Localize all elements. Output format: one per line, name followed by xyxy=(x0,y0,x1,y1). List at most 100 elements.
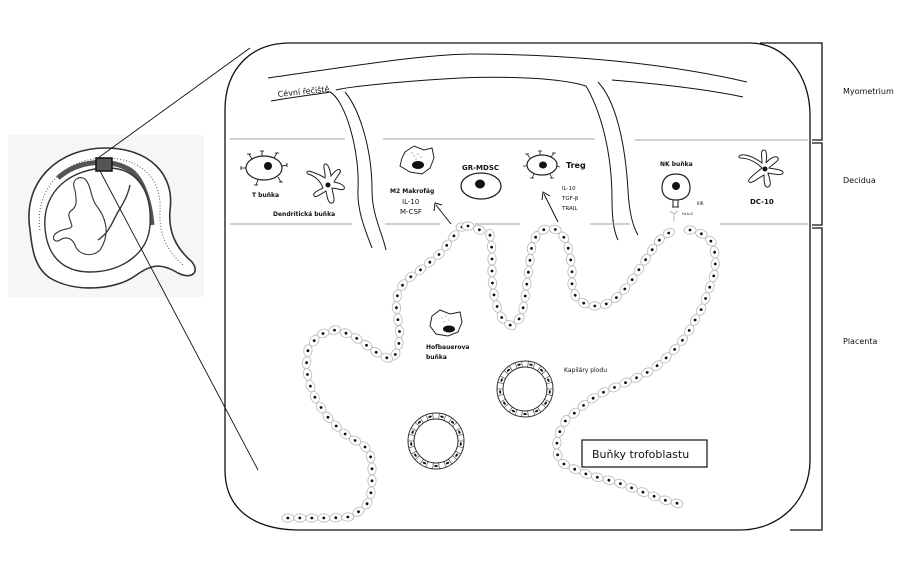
treg-factor-il10: IL-10 xyxy=(562,186,576,192)
fetal-capillaries xyxy=(407,360,554,470)
trophoblast-nucleus xyxy=(542,228,546,232)
endothelial-nucleus xyxy=(411,430,414,434)
dendritic-cell xyxy=(306,163,345,204)
endothelial-nucleus xyxy=(544,401,547,405)
trophoblast-nucleus xyxy=(385,356,389,360)
trophoblast-nucleus xyxy=(490,257,494,261)
trophoblast-label: Buňky trofoblastu xyxy=(592,448,689,461)
trophoblast-nucleus xyxy=(556,453,559,457)
zoom-line-top xyxy=(97,47,251,159)
hofbauer-label-line2: buňka xyxy=(426,354,447,361)
trophoblast-nucleus xyxy=(334,424,338,428)
trophoblast-nucleus xyxy=(558,430,562,433)
capillary-cell-divider xyxy=(500,375,506,380)
magnified-region-box xyxy=(95,157,113,172)
trophoblast-nucleus xyxy=(700,232,703,236)
capillary-cell-divider xyxy=(514,409,518,416)
trophoblast-nucleus xyxy=(673,348,676,351)
trophoblast-nucleus xyxy=(630,278,634,281)
trophoblast-nucleus xyxy=(525,282,529,286)
layer-label-decidua: Decidua xyxy=(843,176,876,185)
capillary-cell-divider xyxy=(414,455,420,460)
trophoblast-nucleus xyxy=(675,501,679,505)
capillary-inner-wall xyxy=(413,418,459,464)
treg-factor-tgfb: TGF-β xyxy=(561,196,579,202)
vessel-right-inner xyxy=(597,81,639,236)
trophoblast-nucleus xyxy=(573,467,577,471)
t-cell-nucleus xyxy=(264,162,272,170)
trophoblast-nucleus xyxy=(370,467,374,471)
endothelial-nucleus xyxy=(455,453,458,457)
trophoblast-nucleus xyxy=(312,339,316,342)
capillary-cell-divider xyxy=(500,398,506,403)
trophoblast-nucleus xyxy=(591,396,595,400)
trophoblast-nucleus xyxy=(310,516,314,520)
capillary-cell-divider xyxy=(455,450,461,455)
trophoblast-nucleus xyxy=(699,308,703,311)
trophoblast-nucleus xyxy=(570,270,574,274)
capillary-cell-divider xyxy=(455,427,461,432)
t-cell-receptors xyxy=(240,150,288,186)
capillary-cell-divider xyxy=(532,362,536,369)
trophoblast-nucleus xyxy=(286,516,290,520)
trophoblast-nucleus xyxy=(298,516,302,520)
kir-receptor xyxy=(672,200,679,208)
endothelial-nucleus xyxy=(414,453,417,457)
capillary-2 xyxy=(407,412,465,470)
capillary-cell-divider xyxy=(497,382,504,385)
fetal-capillaries-label: Kapiláry plodu xyxy=(564,367,607,374)
capillary-cell-divider xyxy=(503,370,509,375)
trophoblast-nucleus xyxy=(658,238,661,242)
trophoblast-nucleus xyxy=(452,234,456,238)
trophoblast-nucleus xyxy=(534,235,537,239)
capillary-cell-divider xyxy=(419,458,424,465)
trophoblast-nucleus xyxy=(712,274,716,278)
vessel-middle xyxy=(335,76,619,241)
endothelial-nucleus xyxy=(410,442,413,446)
trophoblast-nucleus xyxy=(553,228,557,231)
kir-label: KIR xyxy=(697,201,704,206)
trophoblast-nucleus xyxy=(355,337,359,340)
umbilical-cord xyxy=(97,184,131,241)
trophoblast-nucleus xyxy=(667,231,671,235)
trophoblast-nucleus xyxy=(428,260,432,264)
trophoblast-nucleus xyxy=(562,235,566,239)
trophoblast-nucleus xyxy=(357,510,360,514)
amniotic-sac xyxy=(44,167,151,273)
endothelial-nucleus xyxy=(534,409,539,413)
endothelial-nucleus xyxy=(434,465,438,467)
decidua-dividers xyxy=(230,138,808,225)
m2-macrophage-label: M2 Makrofág xyxy=(390,188,434,195)
trophoblast-chain-3 xyxy=(552,225,720,509)
trophoblast-nucleus xyxy=(604,302,608,306)
capillary-cell-divider xyxy=(448,458,453,465)
trophoblast-nucleus xyxy=(713,250,716,254)
gr-mdsc-cell xyxy=(460,172,502,200)
uterus-inset xyxy=(8,47,259,471)
trophoblast-nucleus xyxy=(641,490,645,494)
trophoblast-nucleus xyxy=(500,316,504,319)
capillary-cell-divider xyxy=(414,422,420,427)
treg-receptors xyxy=(523,150,561,179)
capillary-cell-divider xyxy=(521,361,523,368)
vessel-right-branch xyxy=(611,79,744,98)
trophoblast-nucleus xyxy=(602,390,605,394)
trophoblast-nucleus xyxy=(693,318,697,322)
trophoblast-nucleus xyxy=(713,262,717,266)
trophoblast-nucleus xyxy=(521,306,525,310)
trophoblast-nucleus xyxy=(492,293,496,297)
nk-cell-nucleus xyxy=(672,182,680,190)
trophoblast-nucleus xyxy=(528,258,532,262)
endothelial-nucleus xyxy=(529,363,533,366)
trophoblast-nucleus xyxy=(582,404,585,407)
trophoblast-nucleus xyxy=(353,439,357,442)
trophoblast-nucleus xyxy=(322,516,326,520)
capillary-cell-divider xyxy=(521,410,523,417)
capillary-inner-wall xyxy=(502,366,548,412)
capillary-cell-divider xyxy=(503,403,509,408)
trophoblast-nucleus xyxy=(419,268,422,272)
gr-mdsc-label: GR-MDSC xyxy=(462,164,499,172)
t-cell-body xyxy=(245,155,283,181)
trophoblast-nucleus xyxy=(664,498,667,502)
trophoblast-nucleus xyxy=(326,415,330,419)
